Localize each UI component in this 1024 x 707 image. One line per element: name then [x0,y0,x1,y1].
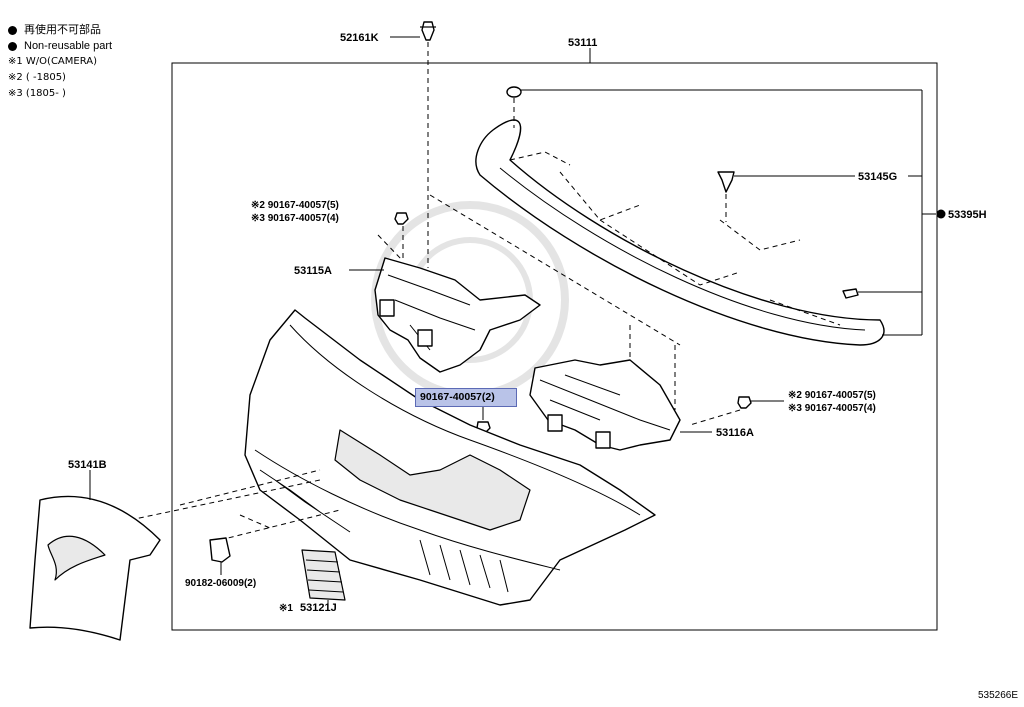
legend-title-en: Non-reusable part [24,40,113,52]
radiator-grille [244,309,656,606]
bracket-53116a [529,359,681,451]
label-bolt-left-b: ※3 90167-40057(4) [251,213,339,224]
highlighted-part-label[interactable]: 90167-40057(2) [415,388,517,407]
label-bolt-right-b: ※3 90167-40057(4) [788,403,876,414]
clip-90182-icon [209,537,231,563]
bracket-53115a [374,257,541,373]
clip-top-icon [506,86,522,98]
label-bolt-right-a: ※2 90167-40057(5) [788,390,876,401]
assembly-frame [171,62,938,631]
legend-row-en: Non-reusable part [8,38,112,54]
bolt-left-icon [394,212,409,225]
label-bolt-center: 90167-40057(2) [420,391,495,403]
clip-strip-bottom-icon [842,288,859,299]
diagram-id: 535266E [977,690,1018,701]
label-53116a: 53116A [716,427,754,439]
label-53145g: 53145G [858,171,897,183]
emblem-53141b [29,495,161,641]
non-reusable-bullet-icon [8,41,17,51]
legend-note-2: ※2 ( -1805) [8,72,66,83]
label-bolt-left-a: ※2 90167-40057(5) [251,200,339,211]
bolt-right-icon [737,396,752,409]
label-53141b: 53141B [68,459,107,471]
clip-53145g-icon [717,171,735,193]
label-53121j-note: ※1 [279,603,293,614]
clip-52161k-icon [420,21,436,41]
non-reusable-53395h-icon [936,209,946,219]
cover-53121j [301,549,346,601]
label-53111: 53111 [568,37,597,49]
legend-row-jp: 再使用不可部品 [8,22,112,38]
legend-title-jp: 再使用不可部品 [24,24,101,36]
legend-note-1: ※1 W/O(CAMERA) [8,56,98,67]
legend: 再使用不可部品 Non-reusable part ※1 W/O(CAMERA)… [8,22,112,102]
label-52161k: 52161K [340,32,379,44]
label-53115a: 53115A [294,265,332,277]
non-reusable-bullet-icon [8,25,17,35]
label-clip-90182: 90182-06009(2) [185,578,256,589]
label-53395h: 53395H [948,209,987,221]
legend-note-3: ※3 (1805- ) [8,88,66,99]
label-53121j: 53121J [300,602,337,614]
